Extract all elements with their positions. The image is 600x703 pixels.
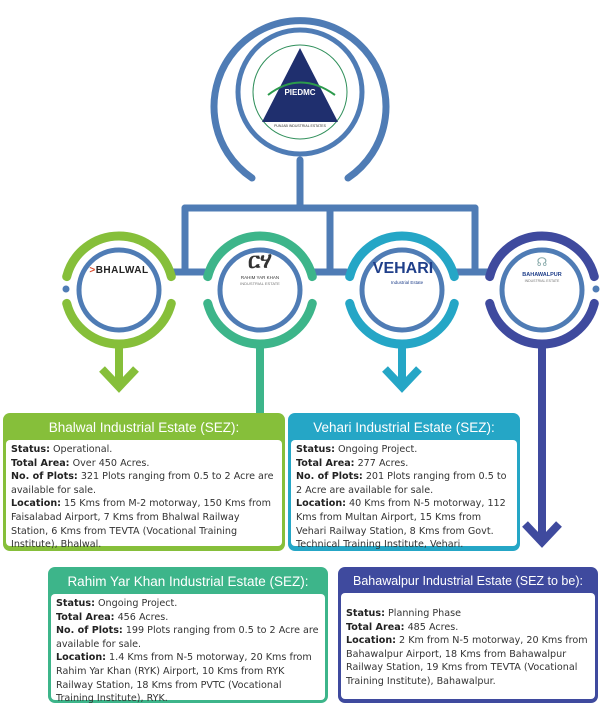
area-value: 456 Acres. bbox=[114, 611, 169, 623]
status-label: Status: bbox=[11, 444, 50, 455]
card-title: Rahim Yar Khan Industrial Estate (SEZ): bbox=[67, 574, 309, 589]
bahawalpur-logo-mark: ☊ bbox=[536, 255, 548, 269]
bhalwal-outer-ring-bottom bbox=[62, 298, 176, 349]
vehari-logo-mark: V bbox=[372, 260, 384, 277]
plots-label: No. of Plots: bbox=[56, 625, 123, 637]
ryk-logo-text: RAHIM YAR KHAN bbox=[240, 275, 280, 280]
plots-value: 321 Plots ranging from 0.5 to 2 Acre are… bbox=[11, 471, 274, 496]
location-label: Location: bbox=[296, 498, 346, 510]
status-label: Status: bbox=[56, 598, 95, 609]
location-value: 40 Kms from N-5 motorway, 112 Kms from M… bbox=[296, 498, 506, 551]
bahawalpur-logo-text: BAHAWALPUR bbox=[522, 272, 562, 278]
vehari-inner-ring bbox=[359, 247, 445, 333]
bhalwal-outer-ring-top bbox=[62, 231, 176, 282]
card-title: Vehari Industrial Estate (SEZ): bbox=[313, 420, 495, 435]
bahawalpur-outer-ring-bottom bbox=[485, 298, 599, 349]
location-label: Location: bbox=[11, 498, 61, 510]
location-value: 1.4 Kms from N-5 motorway, 20 Kms from R… bbox=[56, 652, 312, 703]
card-body: Status: Ongoing Project. Total Area: 277… bbox=[291, 440, 517, 550]
bhalwal-logo: >BHALWAL bbox=[88, 265, 150, 276]
status-label: Status: bbox=[296, 444, 335, 455]
bhalwal-arrow-head-icon bbox=[99, 366, 139, 393]
vehari-logo: VEHARI bbox=[372, 260, 434, 278]
area-label: Total Area: bbox=[346, 621, 405, 633]
plots-label: No. of Plots: bbox=[296, 471, 363, 483]
end-dot bbox=[592, 285, 600, 293]
area-value: 277 Acres. bbox=[354, 457, 409, 469]
status-value: Planning Phase bbox=[384, 608, 462, 619]
bhalwal-logo-text: BHALWAL bbox=[95, 265, 149, 276]
ryk-logo-subtext: INDUSTRIAL ESTATE bbox=[240, 281, 280, 286]
location-label: Location: bbox=[346, 635, 396, 647]
status-value: Ongoing Project. bbox=[334, 444, 418, 455]
end-dot bbox=[62, 285, 70, 293]
connector-lines bbox=[166, 156, 492, 276]
vehari-outer-ring-bottom bbox=[345, 298, 459, 349]
vehari-logo-subtext: Industrial Estate bbox=[390, 280, 424, 285]
card-title: Bhalwal Industrial Estate (SEZ): bbox=[48, 420, 240, 435]
area-label: Total Area: bbox=[56, 611, 115, 623]
area-value: Over 450 Acres. bbox=[69, 457, 150, 469]
location-value: 15 Kms from M-2 motorway, 150 Kms from F… bbox=[11, 498, 271, 551]
card-body: Status: Operational. Total Area: Over 45… bbox=[6, 440, 282, 550]
status-value: Operational. bbox=[49, 444, 113, 455]
ryk-logo-mark: ርሃ bbox=[248, 248, 272, 273]
vehari-outer-ring-top bbox=[345, 231, 459, 282]
bahawalpur-info-card: Bahawalpur Industrial Estate (SEZ to be)… bbox=[338, 567, 598, 703]
area-label: Total Area: bbox=[11, 457, 70, 469]
plots-value: 199 Plots ranging from 0.5 to 2 Acre are… bbox=[56, 625, 319, 650]
piedmc-logo bbox=[252, 44, 348, 140]
vehari-logo-text: EHARI bbox=[383, 260, 434, 277]
ryk-outer-ring-top bbox=[203, 231, 317, 282]
card-title: Bahawalpur Industrial Estate (SEZ to be)… bbox=[353, 574, 583, 588]
hub-circle bbox=[210, 17, 390, 182]
piedmc-logo-subtext: PUNJAB INDUSTRIAL ESTATES bbox=[274, 124, 326, 128]
plots-label: No. of Plots: bbox=[11, 471, 78, 483]
vehari-arrow-head-icon bbox=[382, 366, 422, 393]
ryk-outer-ring-bottom bbox=[203, 298, 317, 349]
area-label: Total Area: bbox=[296, 457, 355, 469]
vehari-info-card: Vehari Industrial Estate (SEZ): Status: … bbox=[288, 413, 520, 551]
bahawalpur-logo-subtext: INDUSTRIAL ESTATE bbox=[524, 279, 560, 283]
bhalwal-inner-ring bbox=[76, 247, 162, 333]
bahawalpur-outer-ring-top bbox=[485, 231, 599, 282]
bhalwal-logo-mark: > bbox=[89, 265, 96, 276]
ryk-info-card: Rahim Yar Khan Industrial Estate (SEZ): … bbox=[48, 567, 328, 703]
bahawalpur-inner-ring bbox=[499, 247, 585, 333]
location-value: 2 Km from N-5 motorway, 20 Kms from Baha… bbox=[346, 635, 588, 687]
card-body: Status: Ongoing Project. Total Area: 456… bbox=[51, 594, 325, 703]
location-label: Location: bbox=[56, 652, 106, 664]
ryk-inner-ring bbox=[217, 247, 303, 333]
card-body: Status: Planning Phase Total Area: 485 A… bbox=[341, 593, 595, 699]
area-value: 485 Acres. bbox=[404, 621, 459, 633]
status-value: Ongoing Project. bbox=[94, 598, 178, 609]
bhalwal-info-card: Bhalwal Industrial Estate (SEZ): Status:… bbox=[3, 413, 285, 551]
plots-value: 201 Plots ranging from 0.5 to 2 Acre are… bbox=[296, 471, 507, 496]
status-label: Status: bbox=[346, 608, 385, 619]
piedmc-logo-text: PIEDMC bbox=[284, 88, 316, 97]
bahawalpur-arrow-head-icon bbox=[522, 521, 562, 548]
